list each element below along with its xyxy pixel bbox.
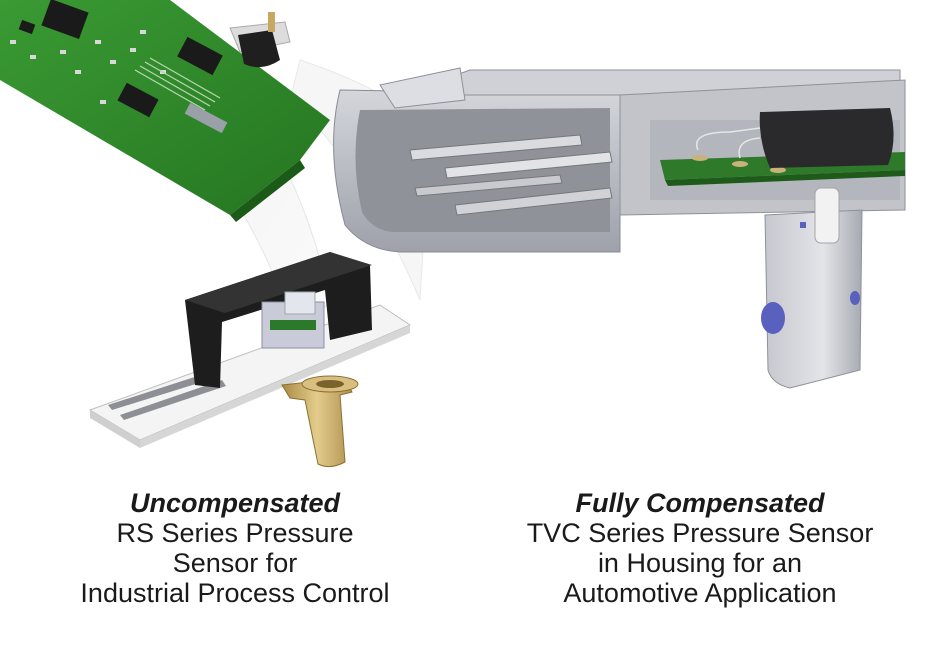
caption-line: RS Series Pressure bbox=[116, 518, 354, 548]
caption-title: Uncompensated bbox=[129, 488, 341, 518]
caption-line: TVC Series Pressure Sensor bbox=[526, 518, 874, 548]
caption-line: in Housing for an bbox=[597, 548, 803, 578]
caption-fully-compensated: Fully Compensated TVC Series Pressure Se… bbox=[490, 488, 910, 608]
caption-title: Fully Compensated bbox=[575, 488, 825, 518]
caption-line: Industrial Process Control bbox=[80, 578, 390, 608]
illustration bbox=[0, 0, 906, 468]
caption-uncompensated: Uncompensated RS Series Pressure Sensor … bbox=[40, 488, 430, 608]
caption-line: Automotive Application bbox=[563, 578, 837, 608]
caption-line: Sensor for bbox=[172, 548, 298, 578]
rs-series-sensor bbox=[88, 252, 412, 468]
tvc-housing bbox=[333, 67, 906, 253]
tvc-port-stem bbox=[761, 187, 863, 389]
small-sensor bbox=[229, 12, 291, 68]
pcb-board bbox=[0, 0, 330, 222]
